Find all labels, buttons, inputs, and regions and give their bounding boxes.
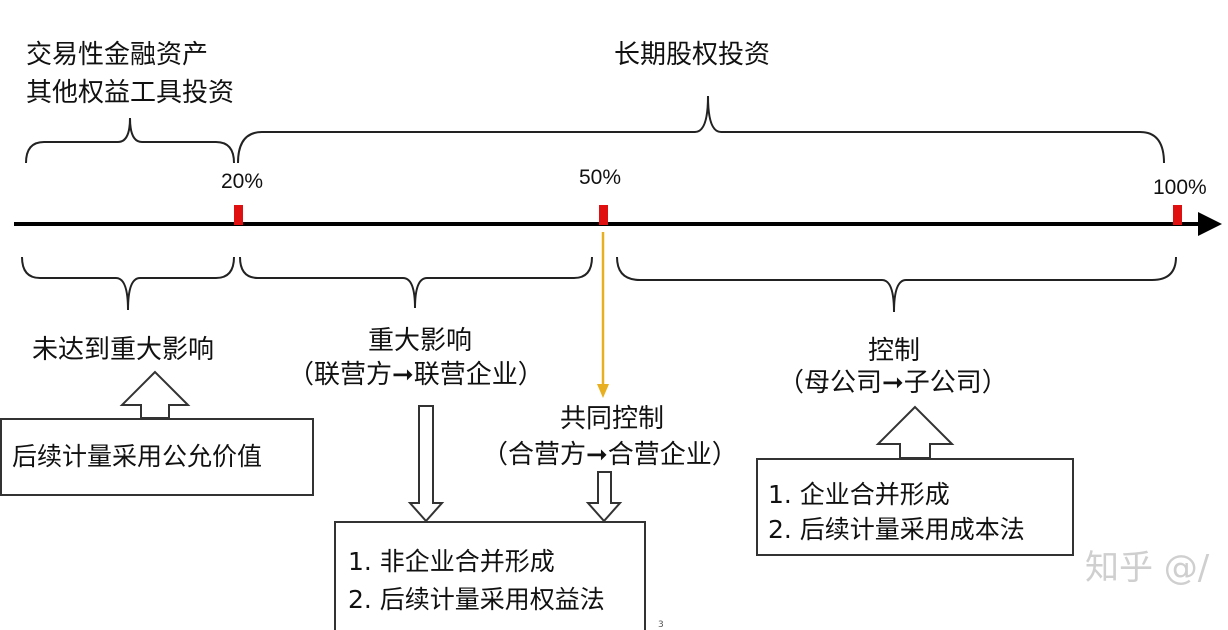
bracket-20-to-50 [239, 256, 593, 309]
label-control-sub: （母公司➞子公司） [778, 368, 1008, 398]
percent-100: 100% [1153, 176, 1207, 199]
label-significant-influence-sub: （联营方➞联营企业） [288, 360, 544, 390]
label-no-significant-influence: 未达到重大影响 [32, 335, 215, 365]
box-equity-method: 1. 非企业合并形成 2. 后续计量采用权益法 [334, 521, 646, 630]
hollow-up-arrow-icon-fair-value [119, 370, 191, 419]
percent-50: 50% [579, 166, 622, 189]
tick-marker-50 [599, 205, 608, 225]
box-cost-method: 1. 企业合并形成 2. 后续计量采用成本法 [756, 458, 1074, 556]
box-cost-method-line1: 1. 企业合并形成 [768, 480, 950, 509]
label-long-term-equity: 长期股权投资 [614, 40, 771, 70]
joint-control-arrowhead-icon [597, 384, 609, 398]
axis-arrowhead-icon [1198, 212, 1222, 236]
bracket-financial-assets [25, 117, 235, 164]
percent-20: 20% [221, 170, 264, 193]
box-fair-value: 后续计量采用公允价值 [0, 418, 314, 496]
box-cost-method-line2: 2. 后续计量采用成本法 [768, 515, 1025, 544]
hollow-up-arrow-icon-control [875, 405, 955, 459]
bracket-long-term-equity [237, 95, 1165, 164]
label-joint-control: 共同控制 [560, 404, 665, 434]
label-financial-assets-line2: 其他权益工具投资 [26, 78, 235, 108]
page-number: 3 [658, 620, 664, 630]
tick-marker-20 [234, 205, 243, 225]
label-joint-control-sub: （合营方➞合营企业） [482, 440, 738, 470]
label-significant-influence: 重大影响 [368, 326, 473, 356]
bracket-50-to-100 [616, 256, 1177, 313]
watermark: 知乎 @/ [1085, 548, 1210, 588]
box-fair-value-text: 后续计量采用公允价值 [12, 442, 263, 471]
hollow-down-arrow-icon-significant [407, 405, 445, 523]
label-control: 控制 [868, 336, 921, 366]
box-equity-method-line1: 1. 非企业合并形成 [348, 547, 555, 576]
label-financial-assets-line1: 交易性金融资产 [26, 40, 209, 70]
hollow-down-arrow-icon-joint [585, 471, 623, 523]
bracket-below-20 [21, 256, 235, 311]
box-equity-method-line2: 2. 后续计量采用权益法 [348, 585, 605, 614]
tick-marker-100 [1173, 205, 1182, 225]
